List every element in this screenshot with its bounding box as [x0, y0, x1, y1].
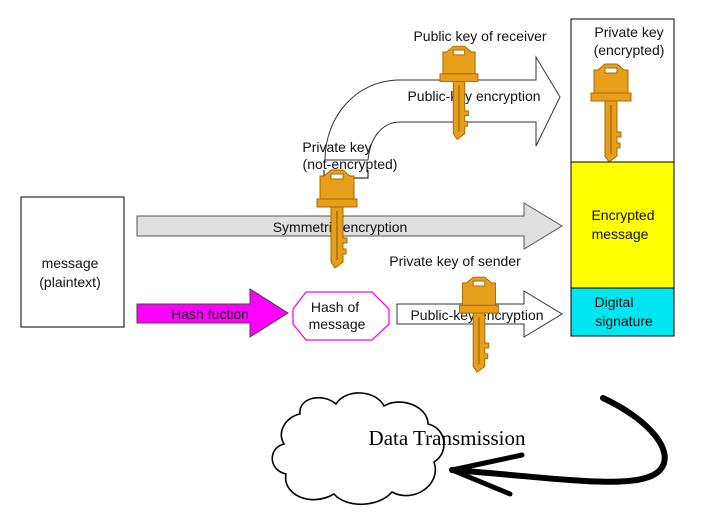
message-box: message (plaintext)	[20, 196, 125, 328]
encrypted-key-sub-label: (encrypted)	[594, 42, 665, 58]
private-key-label: Private key	[302, 139, 371, 155]
digital-signature-block	[570, 287, 675, 337]
encrypted-message-label: Encrypted	[591, 207, 654, 223]
symmetric-encryption-arrow: Symmetric encryption	[136, 202, 563, 250]
key-encryption-label: Public-key encryption	[407, 88, 540, 104]
hash-function-label: Hash fuction	[171, 306, 249, 322]
not-encrypted-label: (not-encrypted)	[303, 156, 398, 172]
private-key-sender-label: Private key of sender	[389, 253, 521, 269]
cloud-icon: Data Transmission	[271, 392, 526, 505]
output-stack: Private key (encrypted) Encrypted messag…	[570, 18, 675, 337]
key-icon	[459, 276, 499, 373]
hash-function-arrow: Hash fuction	[136, 288, 289, 338]
encrypted-key-label: Private key	[594, 24, 663, 40]
data-transmission-label: Data Transmission	[369, 426, 526, 450]
curved-arrow-icon	[449, 395, 668, 497]
encrypted-message-sub-label: message	[592, 226, 649, 242]
hash-of-message-box: Hash of message	[292, 291, 390, 341]
plaintext-label: (plaintext)	[39, 274, 100, 290]
key-encryption-arrow: Public-key encryption	[324, 55, 561, 161]
digital-label: Digital	[595, 294, 634, 310]
hash-message-label: message	[309, 316, 366, 332]
signature-label: signature	[595, 313, 653, 329]
private-key-label-group: Private key (not-encrypted)	[302, 139, 398, 179]
public-key-receiver-label: Public key of receiver	[413, 28, 546, 44]
encrypted-message-block	[570, 161, 675, 289]
hash-of-label: Hash of	[311, 299, 359, 315]
message-label: message	[42, 255, 99, 271]
